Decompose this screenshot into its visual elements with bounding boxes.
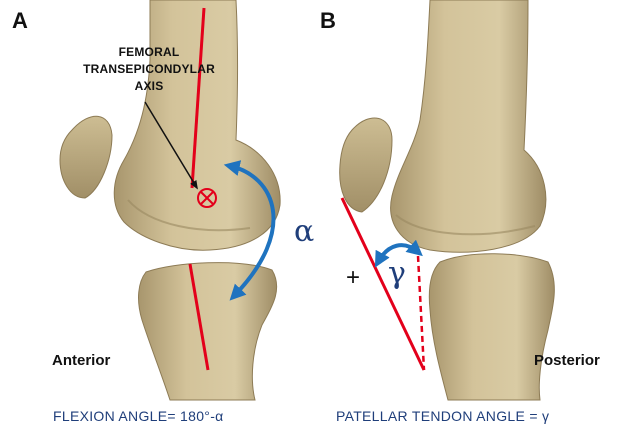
patella-b (340, 118, 392, 212)
alpha-symbol: α (294, 214, 314, 249)
flexion-angle-caption: FLEXION ANGLE= 180°-α (53, 408, 224, 424)
tibial-reference-dashed-line (418, 256, 424, 370)
patella-a (60, 116, 112, 198)
plus-sign: + (346, 264, 360, 292)
panel-b-bones (340, 0, 555, 400)
posterior-label: Posterior (534, 352, 600, 369)
axis-label-line-1: FEMORAL (64, 44, 234, 61)
panel-b-label: B (320, 8, 336, 34)
axis-label-line-2: TRANSEPICONDYLAR (64, 61, 234, 78)
tibia-b (429, 254, 554, 400)
panel-a-label: A (12, 8, 28, 34)
tibia-a (139, 263, 277, 400)
transepicondylar-axis-label: FEMORAL TRANSEPICONDYLAR AXIS (64, 44, 234, 95)
patellar-tendon-angle-caption: PATELLAR TENDON ANGLE = γ (336, 408, 549, 424)
anterior-label: Anterior (52, 352, 110, 369)
axis-label-line-3: AXIS (64, 78, 234, 95)
femur-b (391, 0, 546, 252)
gamma-symbol: γ (388, 256, 406, 291)
